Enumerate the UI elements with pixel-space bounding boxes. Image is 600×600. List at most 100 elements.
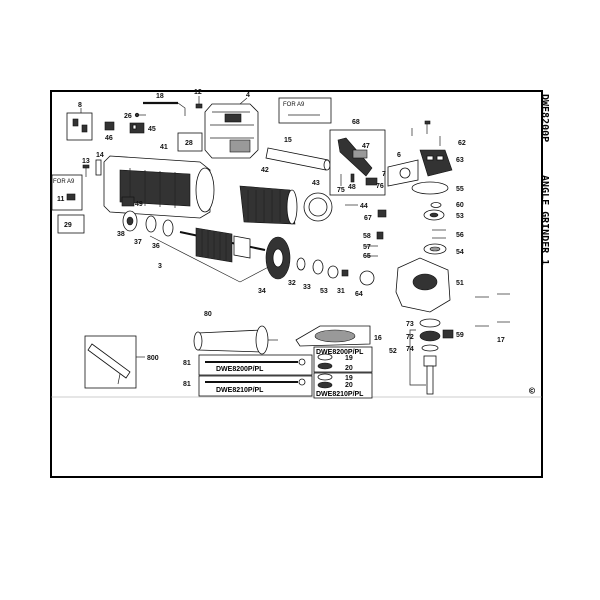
part-41-motor-housing (103, 155, 215, 219)
part-800-cord-guard (87, 343, 131, 385)
label-76: 76 (376, 183, 384, 190)
label-62: 62 (458, 140, 466, 147)
part-47-paddle (337, 137, 373, 177)
part-63-gear-housing (419, 149, 453, 177)
label-29: 29 (64, 222, 72, 229)
label-3: 3 (158, 263, 162, 270)
label-81: 81 (183, 360, 191, 367)
part-20b-nut (317, 381, 333, 389)
part-18-rod (143, 101, 186, 116)
for-a9-top-label: FOR A9 (283, 102, 305, 108)
label-51: 51 (456, 280, 464, 287)
label-800: 800 (147, 355, 159, 362)
label-67: 67 (364, 215, 372, 222)
part-42-field-stator (239, 185, 298, 225)
label-14: 14 (96, 152, 104, 159)
label-16: 16 (374, 335, 382, 342)
part-7-gear-cover (387, 159, 419, 187)
part-48-spring (350, 173, 355, 183)
label-64: 64 (355, 291, 363, 298)
label-44: 44 (360, 203, 368, 210)
part-12-screw (195, 96, 203, 109)
part-11-clamp (66, 193, 76, 201)
label-80: 80 (204, 311, 212, 318)
part-15-tube (265, 147, 331, 171)
label-75: 75 (337, 187, 345, 194)
label-6: 6 (397, 152, 401, 159)
label-41: 41 (160, 144, 168, 151)
part-81-spanner (205, 358, 306, 366)
part-52-spindle (409, 329, 437, 395)
label-73: 73 (406, 321, 414, 328)
part-45-switch (129, 122, 145, 134)
part-37-washer (145, 215, 157, 233)
variant-s-flange-box (313, 372, 373, 399)
label-45: 45 (148, 126, 156, 133)
label-20: 20 (345, 365, 353, 372)
part-29-plate (57, 214, 85, 234)
label-31: 31 (337, 288, 345, 295)
label-20b: 20 (345, 382, 353, 389)
label-18: 18 (156, 93, 164, 100)
part-53b-sleeve (327, 265, 339, 279)
label-15: 15 (284, 137, 292, 144)
part-3-armature (149, 227, 279, 283)
label-34: 34 (258, 288, 266, 295)
label-54: 54 (456, 249, 464, 256)
part-20-nut (317, 362, 333, 370)
part-59-pinion (442, 329, 454, 339)
part-33-bearing (312, 259, 324, 275)
part-62-screws (411, 120, 441, 146)
label-68: 68 (352, 119, 360, 126)
part-43-brush-plate (303, 192, 333, 222)
part-64-ring (359, 270, 375, 286)
label-55: 55 (456, 186, 464, 193)
for-a9-top-box (278, 97, 332, 124)
sheet-title: ANGLE GRINDER 1 (539, 175, 550, 265)
label-12: 12 (194, 89, 202, 96)
part-46-clip (104, 121, 115, 131)
part-17-screws (475, 293, 510, 327)
label-19: 19 (345, 355, 353, 362)
label-56: 56 (456, 232, 464, 239)
label-53: 53 (456, 213, 464, 220)
part-55-oring (411, 181, 449, 195)
label-11: 11 (57, 196, 65, 203)
part-31-nut (341, 269, 349, 277)
label-48: 48 (348, 184, 356, 191)
part-49-brush (121, 196, 135, 207)
part-80-side-handle (193, 325, 278, 355)
label-28: 28 (185, 140, 193, 147)
label-13: 13 (82, 158, 90, 165)
part-53-bearing (423, 209, 445, 221)
part-38-bearing (122, 210, 138, 232)
part-26-screw (134, 112, 146, 118)
label-32: 32 (288, 280, 296, 287)
label-58: 58 (363, 233, 371, 240)
label-49: 49 (135, 201, 143, 208)
label-37: 37 (134, 239, 142, 246)
part-72-gear (419, 330, 441, 342)
label-7: 7 (382, 171, 386, 178)
part-19-flange (317, 353, 333, 361)
for-a9-left-label: FOR A9 (53, 179, 75, 185)
sheet-frame (50, 90, 543, 478)
model-code: DWE8200P (539, 94, 550, 142)
part-60-washer (430, 202, 442, 208)
part-8-group (66, 108, 93, 141)
variant-s-81-label: DWE8210P/PL (216, 387, 264, 394)
part-81b-spanner (205, 378, 306, 386)
for-a9-left-box (51, 174, 83, 211)
label-43: 43 (312, 180, 320, 187)
label-19b: 19 (345, 375, 353, 382)
part-51-gear-case (395, 257, 451, 313)
variant-s-16-label: DWE8210P/PL (316, 391, 364, 398)
label-4: 4 (246, 92, 250, 99)
label-60: 60 (456, 202, 464, 209)
part-4-rear-housing (204, 97, 259, 159)
part-73-bearing (419, 318, 441, 328)
part-16-guard (295, 325, 371, 347)
variant-p-81-label: DWE8200P/PL (216, 366, 264, 373)
part-56-screws (432, 229, 446, 239)
label-53b: 53 (320, 288, 328, 295)
